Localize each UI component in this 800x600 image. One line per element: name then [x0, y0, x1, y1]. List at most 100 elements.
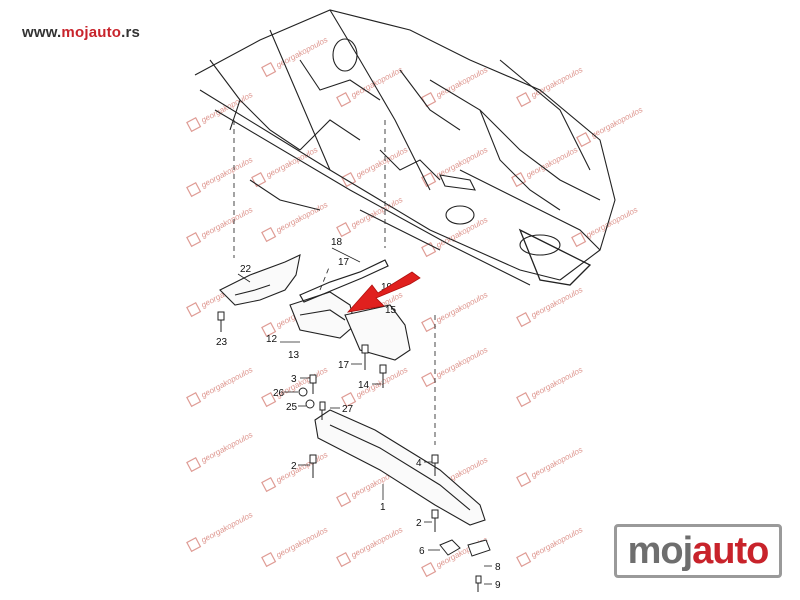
watermark-seal-icon — [186, 232, 202, 248]
watermark-seal-icon — [421, 242, 437, 258]
callout-9: 9 — [495, 580, 501, 591]
watermark-stamp: georgakopoulos — [421, 535, 489, 578]
panel-22 — [219, 254, 301, 306]
watermark-seal-icon — [511, 172, 527, 188]
watermark-stamp: georgakopoulos — [341, 365, 409, 408]
watermark-text: georgakopoulos — [275, 525, 329, 560]
callout-8: 8 — [495, 562, 501, 573]
watermark-stamp: georgakopoulos — [261, 200, 329, 243]
watermark-stamp: georgakopoulos — [421, 345, 489, 388]
site-url[interactable]: www.mojauto.rs — [22, 24, 141, 41]
watermark-text: georgakopoulos — [530, 525, 584, 560]
highlight-arrow — [346, 271, 421, 313]
callout-ticks — [237, 247, 492, 585]
watermark-seal-icon — [421, 317, 437, 333]
watermark-stamp: georgakopoulos — [516, 285, 584, 328]
watermark-seal-icon — [516, 312, 532, 328]
watermark-text: georgakopoulos — [530, 65, 584, 100]
vehicle-underbody — [194, 9, 616, 286]
bracket-18 — [299, 259, 389, 303]
watermark-seal-icon — [186, 392, 202, 408]
callout-17-lower: 17 — [338, 360, 350, 371]
callout-27: 27 — [342, 404, 354, 415]
watermark-seal-icon — [576, 132, 592, 148]
watermark-text: georgakopoulos — [350, 65, 404, 100]
callout-3: 3 — [291, 374, 297, 385]
watermark-seal-icon — [251, 172, 267, 188]
watermark-seal-icon — [186, 182, 202, 198]
watermark-seal-icon — [421, 372, 437, 388]
callout-13: 13 — [288, 350, 300, 361]
watermark-text: georgakopoulos — [200, 430, 254, 465]
watermark-text: georgakopoulos — [200, 365, 254, 400]
watermark-text: georgakopoulos — [435, 145, 489, 180]
watermark-seal-icon — [186, 457, 202, 473]
watermark-stamp: georgakopoulos — [421, 65, 489, 108]
watermark-text: georgakopoulos — [355, 145, 409, 180]
callout-1: 1 — [380, 502, 386, 513]
callout-2-upper: 2 — [291, 461, 297, 472]
watermark-seal-icon — [261, 322, 277, 338]
callout-22: 22 — [240, 264, 252, 275]
watermark-seal-icon — [336, 492, 352, 508]
watermark-stamp: georgakopoulos — [336, 525, 404, 568]
watermark-stamp: georgakopoulos — [186, 430, 254, 473]
watermark-text: georgakopoulos — [530, 285, 584, 320]
watermark-stamp: georgakopoulos — [421, 290, 489, 333]
watermark-text: georgakopoulos — [200, 510, 254, 545]
watermark-text: georgakopoulos — [590, 105, 644, 140]
callout-2-lower: 2 — [416, 518, 422, 529]
watermark-stamp: georgakopoulos — [516, 65, 584, 108]
watermark-stamp: georgakopoulos — [261, 35, 329, 78]
watermark-seal-icon — [186, 302, 202, 318]
watermark-text: georgakopoulos — [435, 65, 489, 100]
watermark-seal-icon — [341, 392, 357, 408]
watermark-seal-icon — [336, 92, 352, 108]
watermark-seal-icon — [516, 392, 532, 408]
watermark-stamp: georgakopoulos — [341, 145, 409, 188]
watermark-text: georgakopoulos — [265, 145, 319, 180]
watermark-seal-icon — [341, 172, 357, 188]
watermark-stamp: georgakopoulos — [186, 90, 254, 133]
watermark-seal-icon — [261, 552, 277, 568]
watermark-seal-icon — [261, 62, 277, 78]
watermark-text: georgakopoulos — [530, 365, 584, 400]
watermark-text: georgakopoulos — [200, 155, 254, 190]
fasteners — [217, 311, 491, 592]
watermark-seal-icon — [186, 117, 202, 133]
watermark-stamp: georgakopoulos — [516, 525, 584, 568]
watermark-text: georgakopoulos — [275, 450, 329, 485]
callout-14: 14 — [358, 380, 370, 391]
watermark-seal-icon — [516, 552, 532, 568]
watermark-stamp: georgakopoulos — [516, 365, 584, 408]
watermark-seal-icon — [516, 472, 532, 488]
watermark-seal-icon — [336, 222, 352, 238]
watermark-stamp: georgakopoulos — [186, 155, 254, 198]
watermark-stamp: georgakopoulos — [576, 105, 644, 148]
watermark-seal-icon — [421, 562, 437, 578]
panel-12-13 — [289, 291, 356, 339]
panel-15 — [344, 304, 411, 361]
watermark-stamp: georgakopoulos — [186, 510, 254, 553]
watermark-seal-icon — [421, 172, 437, 188]
callout-15: 15 — [385, 305, 397, 316]
watermark-stamp: georgakopoulos — [511, 145, 579, 188]
watermark-seal-icon — [421, 92, 437, 108]
watermark-stamp: georgakopoulos — [261, 525, 329, 568]
watermark-text: georgakopoulos — [350, 195, 404, 230]
watermark-stamp: georgakopoulos — [261, 365, 329, 408]
callout-6: 6 — [419, 546, 425, 557]
watermark-stamp: georgakopoulos — [571, 205, 639, 248]
watermark-stamp: georgakopoulos — [516, 445, 584, 488]
watermark-text: georgakopoulos — [275, 35, 329, 70]
watermark-seal-icon — [261, 227, 277, 243]
callout-18: 18 — [331, 237, 343, 248]
watermark-stamp: georgakopoulos — [186, 205, 254, 248]
watermark-seal-icon — [186, 537, 202, 553]
crossmember-1 — [314, 409, 486, 526]
callout-25: 25 — [286, 402, 298, 413]
callout-4: 4 — [416, 458, 422, 469]
watermark-text: georgakopoulos — [435, 290, 489, 325]
